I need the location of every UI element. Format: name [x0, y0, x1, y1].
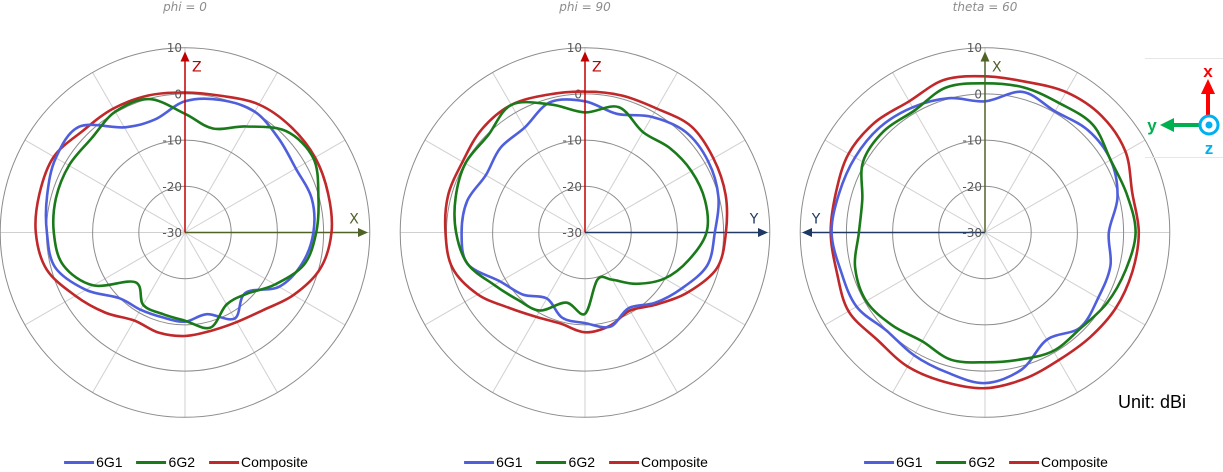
legend-theta60: 6G1 6G2 Composite: [864, 454, 1108, 470]
legend-item-6g1: 6G1: [64, 454, 123, 470]
vertical-axis-arrow-icon: [580, 51, 590, 62]
legend-item-6g2: 6G2: [536, 454, 596, 470]
radial-tick-label: -30: [162, 226, 182, 240]
legend-item-6g2: 6G2: [936, 454, 996, 470]
radial-tick-label: 0: [574, 87, 582, 101]
legend-swatch-6g2: [136, 460, 167, 464]
radial-tick-label: 0: [174, 87, 182, 101]
radial-tick-label: -10: [562, 134, 582, 148]
polar-chart-2: Y -30 -20 -10 0 10X: [799, 41, 1171, 418]
radial-tick-label: -20: [162, 180, 182, 194]
grid-ring: [0, 47, 371, 418]
series-6g2: [853, 81, 1137, 364]
legend-phi90: 6G1 6G2 Composite: [464, 454, 708, 470]
legend-swatch-6g1: [864, 460, 895, 464]
legend-item-composite: Composite: [1009, 454, 1108, 470]
series-composite: [443, 90, 729, 334]
unit-label: Unit: dBi: [1118, 392, 1187, 412]
legend-item-composite: Composite: [609, 454, 708, 470]
legend-swatch-6g1: [464, 460, 495, 464]
chart-title-phi0: phi = 0: [163, 0, 207, 14]
grid-ring: [399, 47, 771, 418]
polar-chart-1: Y -30 -20 -10 0 10Z: [399, 41, 771, 418]
legend-item-6g1: 6G1: [464, 454, 523, 470]
legend-swatch-6g2: [936, 460, 967, 464]
horizontal-axis-arrow-icon: [358, 228, 368, 237]
horizontal-axis-label: Y: [749, 212, 759, 228]
z-axis-label: z: [1205, 139, 1214, 157]
radial-tick-label: -30: [562, 226, 582, 240]
series-composite: [829, 74, 1141, 390]
vertical-axis-arrow-icon: [980, 51, 990, 62]
horizontal-axis-arrow-icon: [802, 228, 812, 237]
x-axis-label: x: [1203, 62, 1213, 81]
radial-tick-label: -20: [962, 180, 982, 194]
radial-tick-label: 10: [567, 41, 582, 55]
vertical-axis-label: Z: [192, 60, 202, 76]
series-composite: [34, 91, 334, 338]
axes-glyph: x y z: [1147, 62, 1220, 158]
legend-swatch-composite: [609, 460, 640, 464]
radial-tick-label: -10: [162, 134, 182, 148]
radial-tick-label: 10: [167, 41, 182, 55]
radial-tick-label: 10: [967, 41, 982, 55]
legend-label: 6G2: [568, 454, 596, 470]
horizontal-axis-label: Y: [811, 212, 821, 228]
chart-title-phi90: phi = 90: [559, 0, 611, 14]
legend-swatch-6g2: [536, 460, 567, 464]
legend-item-6g1: 6G1: [864, 454, 923, 470]
legend-item-composite: Composite: [209, 454, 308, 470]
radial-tick-label: -10: [962, 134, 982, 148]
legend-phi0: 6G1 6G2 Composite: [64, 454, 308, 470]
legend-label: 6G2: [168, 454, 196, 470]
legend-swatch-composite: [209, 460, 240, 464]
legend-swatch-6g1: [64, 460, 95, 464]
horizontal-axis-label: X: [349, 212, 359, 228]
chart-title-theta60: theta = 60: [952, 0, 1018, 14]
legend-label: 6G2: [968, 454, 996, 470]
horizontal-axis-arrow-icon: [758, 228, 768, 237]
vertical-axis-label: X: [992, 60, 1002, 76]
radial-tick-label: -30: [962, 226, 982, 240]
series-6g2: [453, 100, 710, 316]
polar-chart-0: X -30 -20 -10 0 10Z: [0, 41, 371, 418]
series-6g1: [44, 97, 316, 324]
legend-swatch-composite: [1009, 460, 1040, 464]
legend-label: Composite: [1041, 454, 1108, 470]
series-6g2: [51, 97, 320, 330]
legend-label: 6G1: [896, 454, 923, 470]
radial-tick-label: -20: [562, 180, 582, 194]
legend-label: 6G1: [96, 454, 123, 470]
radial-tick-label: 0: [974, 87, 982, 101]
coordinate-axes-icon: x y z: [1145, 58, 1223, 158]
series-6g1: [460, 98, 720, 329]
grid-ring: [799, 47, 1171, 418]
y-axis-label: y: [1147, 116, 1157, 135]
legend-item-6g2: 6G2: [136, 454, 196, 470]
vertical-axis-label: Z: [592, 60, 602, 76]
legend-label: Composite: [241, 454, 308, 470]
legend-label: 6G1: [496, 454, 523, 470]
vertical-axis-arrow-icon: [180, 51, 190, 62]
legend-label: Composite: [641, 454, 708, 470]
